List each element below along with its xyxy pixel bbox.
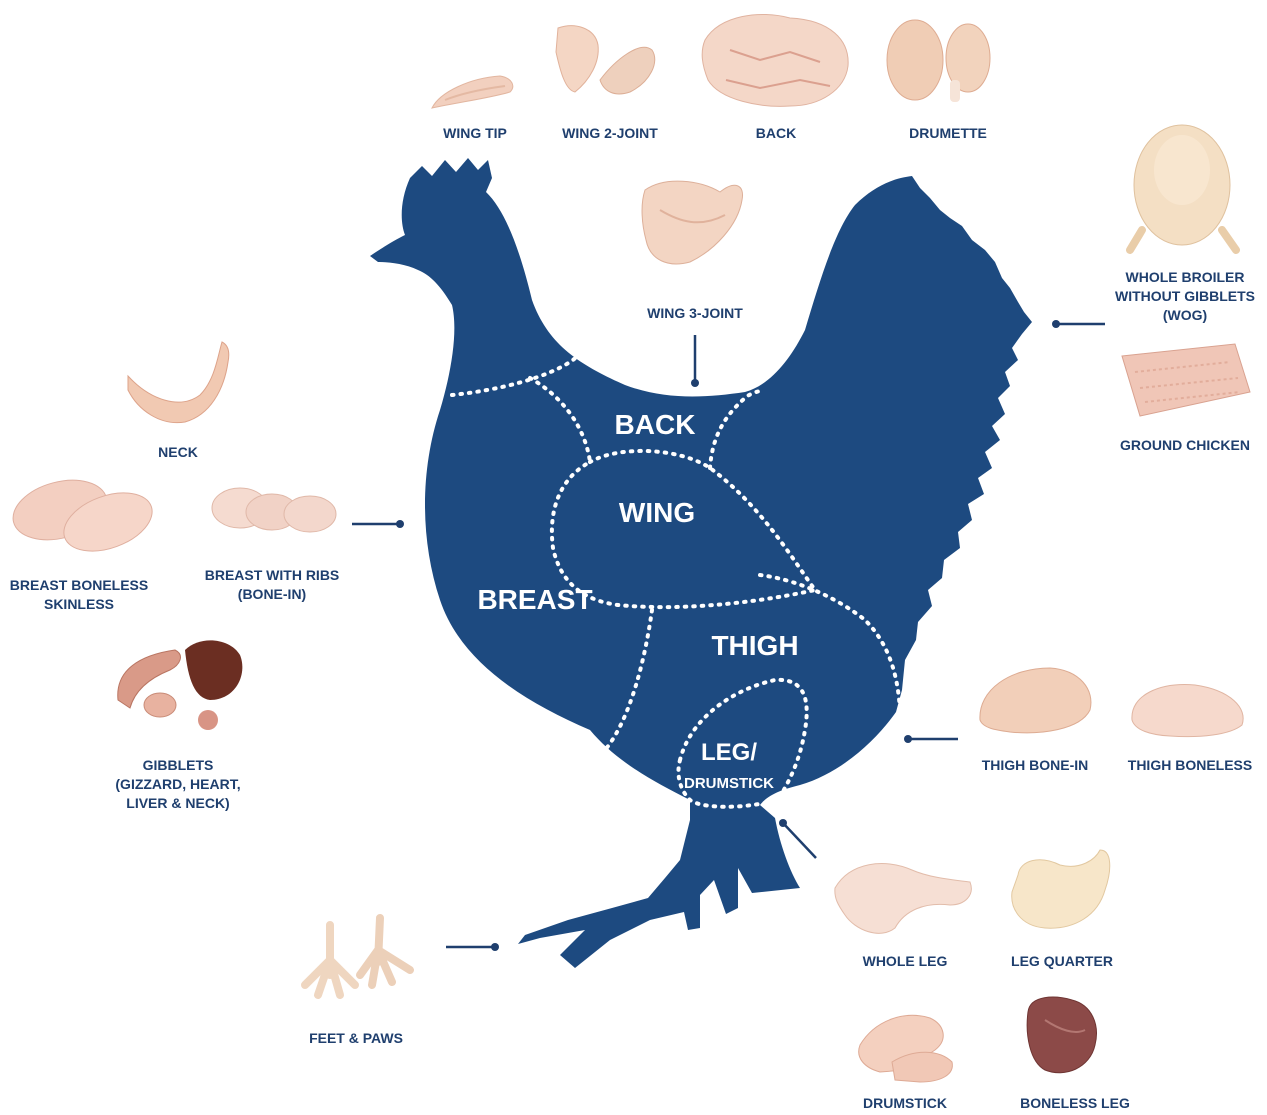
label-drumette: DRUMETTE xyxy=(909,125,987,141)
label-neck: NECK xyxy=(158,444,198,460)
label-whole-leg: WHOLE LEG xyxy=(863,953,948,969)
thigh-bone-in-photo xyxy=(980,668,1091,733)
label-thigh-boneless: THIGH BONELESS xyxy=(1128,757,1252,773)
cut-label-thigh: THIGH xyxy=(711,630,798,661)
hen-silhouette xyxy=(370,158,1032,968)
wing-2-joint-photo xyxy=(556,26,655,94)
ground-chicken-photo xyxy=(1122,344,1250,416)
label-wog-line2: WITHOUT GIBBLETS xyxy=(1115,288,1255,304)
label-wing-3-joint: WING 3-JOINT xyxy=(647,305,743,321)
label-wing-2-joint: WING 2-JOINT xyxy=(562,125,658,141)
label-drumstick: DRUMSTICK xyxy=(863,1095,947,1111)
connector-dot-breast xyxy=(396,520,404,528)
label-leg-quarter: LEG QUARTER xyxy=(1011,953,1113,969)
whole-broiler-photo xyxy=(1130,125,1236,250)
cut-label-wing: WING xyxy=(619,497,695,528)
label-back: BACK xyxy=(756,125,796,141)
feet-photo xyxy=(305,918,410,995)
wing-tip-photo xyxy=(432,76,513,108)
hen-body xyxy=(370,158,1032,968)
label-ground-chicken: GROUND CHICKEN xyxy=(1120,437,1250,453)
label-gibblets-line1: GIBBLETS xyxy=(143,757,214,773)
wing-3-joint-photo xyxy=(642,181,742,264)
neck-photo xyxy=(128,342,229,423)
connector-dot-feet xyxy=(491,943,499,951)
label-breast-ribs-line2: (BONE-IN) xyxy=(238,586,306,602)
back-photo xyxy=(702,14,848,106)
drumstick-photo xyxy=(859,1015,953,1082)
cut-label-back: BACK xyxy=(615,409,696,440)
connector-dot-thigh xyxy=(904,735,912,743)
label-breast-boneless-line1: BREAST BONELESS xyxy=(10,577,148,593)
drumette-photo xyxy=(887,20,990,102)
label-wog-line1: WHOLE BROILER xyxy=(1126,269,1245,285)
label-breast-ribs-line1: BREAST WITH RIBS xyxy=(205,567,340,583)
breast-boneless-photo xyxy=(6,471,160,563)
whole-leg-photo xyxy=(835,864,971,934)
label-gibblets-line3: LIVER & NECK) xyxy=(126,795,229,811)
cut-label-breast: BREAST xyxy=(477,584,592,615)
label-boneless-leg: BONELESS LEG xyxy=(1020,1095,1130,1111)
thigh-boneless-photo xyxy=(1132,685,1243,737)
breast-ribs-photo xyxy=(212,488,336,532)
cut-label-leg: LEG/ xyxy=(701,739,757,766)
connector-dot-wing xyxy=(691,379,699,387)
label-wing-tip: WING TIP xyxy=(443,125,507,141)
connector-dot-whole xyxy=(1052,320,1060,328)
connector-dot-leg xyxy=(779,819,787,827)
label-gibblets-line2: (GIZZARD, HEART, xyxy=(115,776,240,792)
label-thigh-bone-in: THIGH BONE-IN xyxy=(982,757,1089,773)
connector-leg xyxy=(783,823,816,858)
leg-quarter-photo xyxy=(1012,850,1110,928)
gibblets-photo xyxy=(118,640,243,730)
label-wog-line3: (WOG) xyxy=(1163,307,1207,323)
cut-label-drumstick: DRUMSTICK xyxy=(684,775,774,792)
label-breast-boneless-line2: SKINLESS xyxy=(44,596,114,612)
label-feet-paws: FEET & PAWS xyxy=(309,1030,403,1046)
boneless-leg-photo xyxy=(1027,997,1096,1073)
